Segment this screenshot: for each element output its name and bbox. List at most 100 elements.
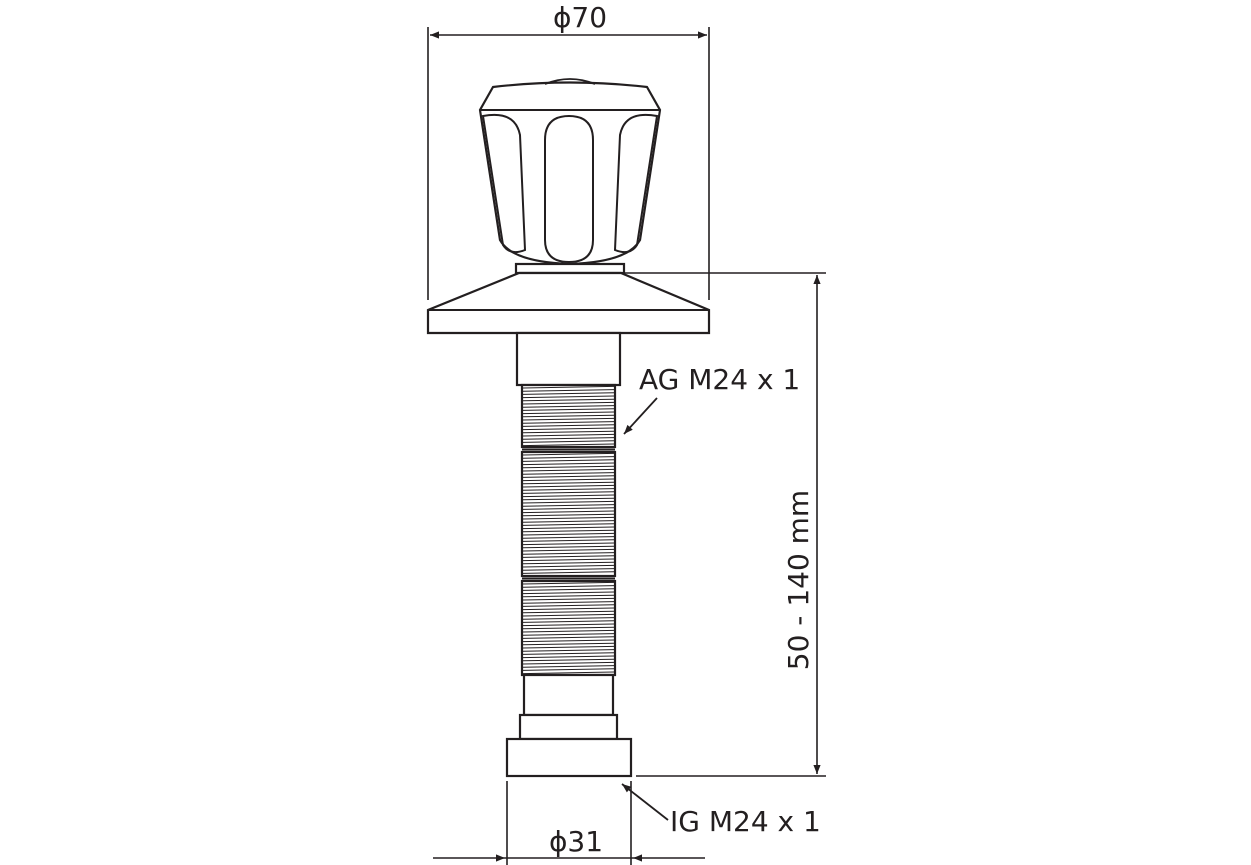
- thread-line: [522, 604, 615, 607]
- thread-line: [522, 475, 615, 478]
- thread-line: [522, 437, 615, 440]
- thread-line: [522, 597, 615, 601]
- thread-line: [522, 658, 615, 662]
- thread-line: [522, 636, 615, 639]
- thread-line: [522, 645, 615, 649]
- thread-line: [522, 491, 615, 494]
- thread-line: [522, 516, 615, 520]
- thread-line: [522, 478, 615, 482]
- threaded-shaft: [520, 383, 617, 677]
- thread-line: [522, 523, 615, 526]
- thread-line: [522, 532, 615, 536]
- thread-line: [522, 649, 615, 652]
- thread-line: [522, 601, 615, 604]
- thread-line: [522, 613, 615, 617]
- height-range-label: 50 - 140 mm: [782, 490, 815, 670]
- thread-line: [522, 507, 615, 510]
- thread-line: [522, 581, 615, 585]
- thread-line: [522, 594, 615, 598]
- top-diameter-label: ϕ70: [553, 1, 607, 34]
- thread-line: [522, 424, 615, 427]
- inner-thread-callout: IG M24 x 1: [621, 783, 821, 838]
- thread-line: [522, 411, 615, 415]
- thread-line: [522, 610, 615, 614]
- thread-line: [522, 564, 615, 568]
- thread-line: [522, 558, 615, 562]
- thread-line: [522, 468, 615, 472]
- thread-line: [522, 398, 615, 402]
- lower-sleeve: [522, 673, 615, 717]
- thread-line: [522, 571, 615, 574]
- thread-line: [522, 401, 615, 405]
- thread-line: [522, 607, 615, 611]
- thread-line: [522, 642, 615, 646]
- thread-line: [522, 665, 615, 668]
- thread-lines: [522, 385, 615, 675]
- thread-line: [522, 456, 615, 459]
- thread-line: [522, 433, 615, 437]
- thread-line: [522, 520, 615, 523]
- thread-line: [522, 494, 615, 498]
- thread-line: [522, 529, 615, 533]
- thread-line: [522, 440, 615, 443]
- knob: [478, 78, 662, 275]
- thread-line: [522, 552, 615, 555]
- thread-line: [522, 668, 615, 671]
- thread-line: [522, 465, 615, 469]
- thread-line: [522, 510, 615, 514]
- thread-line: [522, 395, 615, 399]
- thread-line: [522, 385, 615, 389]
- thread-line: [522, 414, 615, 418]
- thread-line: [522, 661, 615, 665]
- thread-line: [522, 417, 615, 421]
- thread-line: [522, 405, 615, 408]
- thread-line: [522, 536, 615, 539]
- thread-line: [522, 443, 615, 447]
- thread-line: [522, 548, 615, 552]
- thread-line: [522, 617, 615, 620]
- neck: [515, 331, 622, 387]
- thread-line: [522, 472, 615, 475]
- thread-line: [522, 481, 615, 485]
- thread-line: [522, 555, 615, 558]
- bottom-diameter-dimension: ϕ31: [433, 781, 705, 865]
- thread-line: [522, 488, 615, 491]
- thread-line: [522, 408, 615, 411]
- outer-thread-label: AG M24 x 1: [639, 363, 800, 396]
- bottom-diameter-label: ϕ31: [549, 825, 603, 858]
- outer-thread-callout: AG M24 x 1: [623, 363, 800, 435]
- thread-line: [522, 561, 615, 565]
- thread-line: [522, 585, 615, 588]
- knob-flute-right: [613, 113, 659, 254]
- thread-line: [522, 620, 615, 623]
- thread-line: [522, 427, 615, 431]
- thread-line: [522, 633, 615, 636]
- thread-line: [522, 459, 615, 462]
- thread-line: [522, 655, 615, 659]
- thread-line: [522, 389, 615, 392]
- inner-thread-label: IG M24 x 1: [670, 805, 821, 838]
- thread-line: [522, 462, 615, 466]
- thread-line: [522, 623, 615, 627]
- thread-line: [522, 430, 615, 434]
- thread-line: [522, 588, 615, 591]
- rosette: [426, 271, 711, 335]
- thread-line: [522, 421, 615, 424]
- thread-line: [522, 671, 615, 675]
- thread-line: [522, 513, 615, 517]
- thread-line: [522, 452, 615, 456]
- thread-line: [522, 568, 615, 571]
- top-diameter-dimension: ϕ70: [427, 1, 710, 300]
- thread-line: [522, 639, 615, 643]
- thread-line: [522, 542, 615, 546]
- thread-line: [522, 545, 615, 549]
- thread-line: [522, 392, 615, 395]
- lower-collar: [518, 713, 619, 741]
- thread-line: [522, 591, 615, 595]
- thread-line: [522, 626, 615, 630]
- knob-flute-center: [544, 114, 594, 264]
- knob-flute-left: [481, 113, 527, 254]
- thread-line: [522, 497, 615, 501]
- thread-line: [522, 526, 615, 530]
